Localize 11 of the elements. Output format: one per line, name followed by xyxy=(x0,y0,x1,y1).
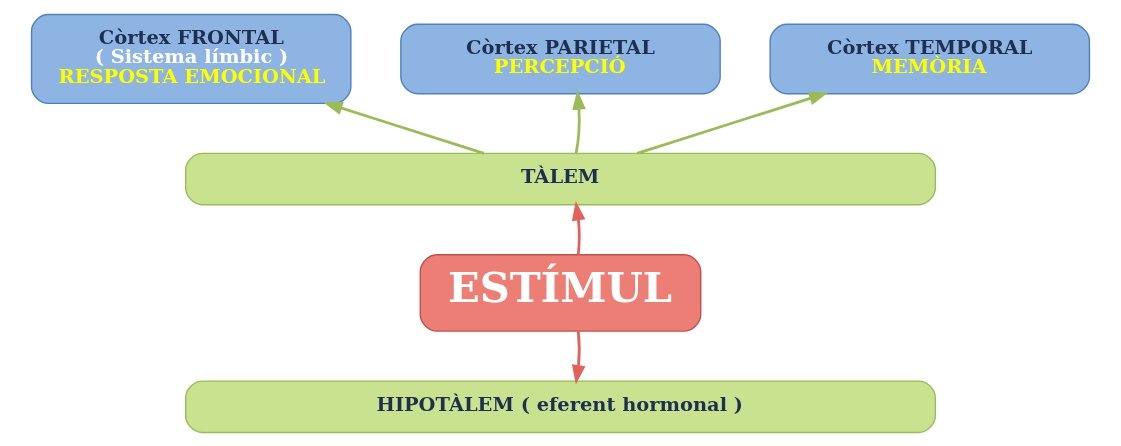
arrow xyxy=(572,89,586,153)
node-box: Còrtex TEMPORAL MEMÒRIA xyxy=(769,23,1091,94)
node-box: TÀLEM xyxy=(184,152,937,205)
arrow xyxy=(323,101,485,155)
node-box: Còrtex PARIETAL PERCEPCIÓ xyxy=(400,23,721,94)
arrow xyxy=(636,91,829,155)
node-box: ESTÍMUL xyxy=(419,253,702,332)
node-box: HIPOTÀLEM ( eferent hormonal ) xyxy=(184,379,937,433)
arrow xyxy=(571,200,586,255)
arrow xyxy=(571,330,586,385)
node-box: Còrtex FRONTAL ( Sistema límbic ) RESPOSTA EMOCIONAL xyxy=(30,13,352,104)
